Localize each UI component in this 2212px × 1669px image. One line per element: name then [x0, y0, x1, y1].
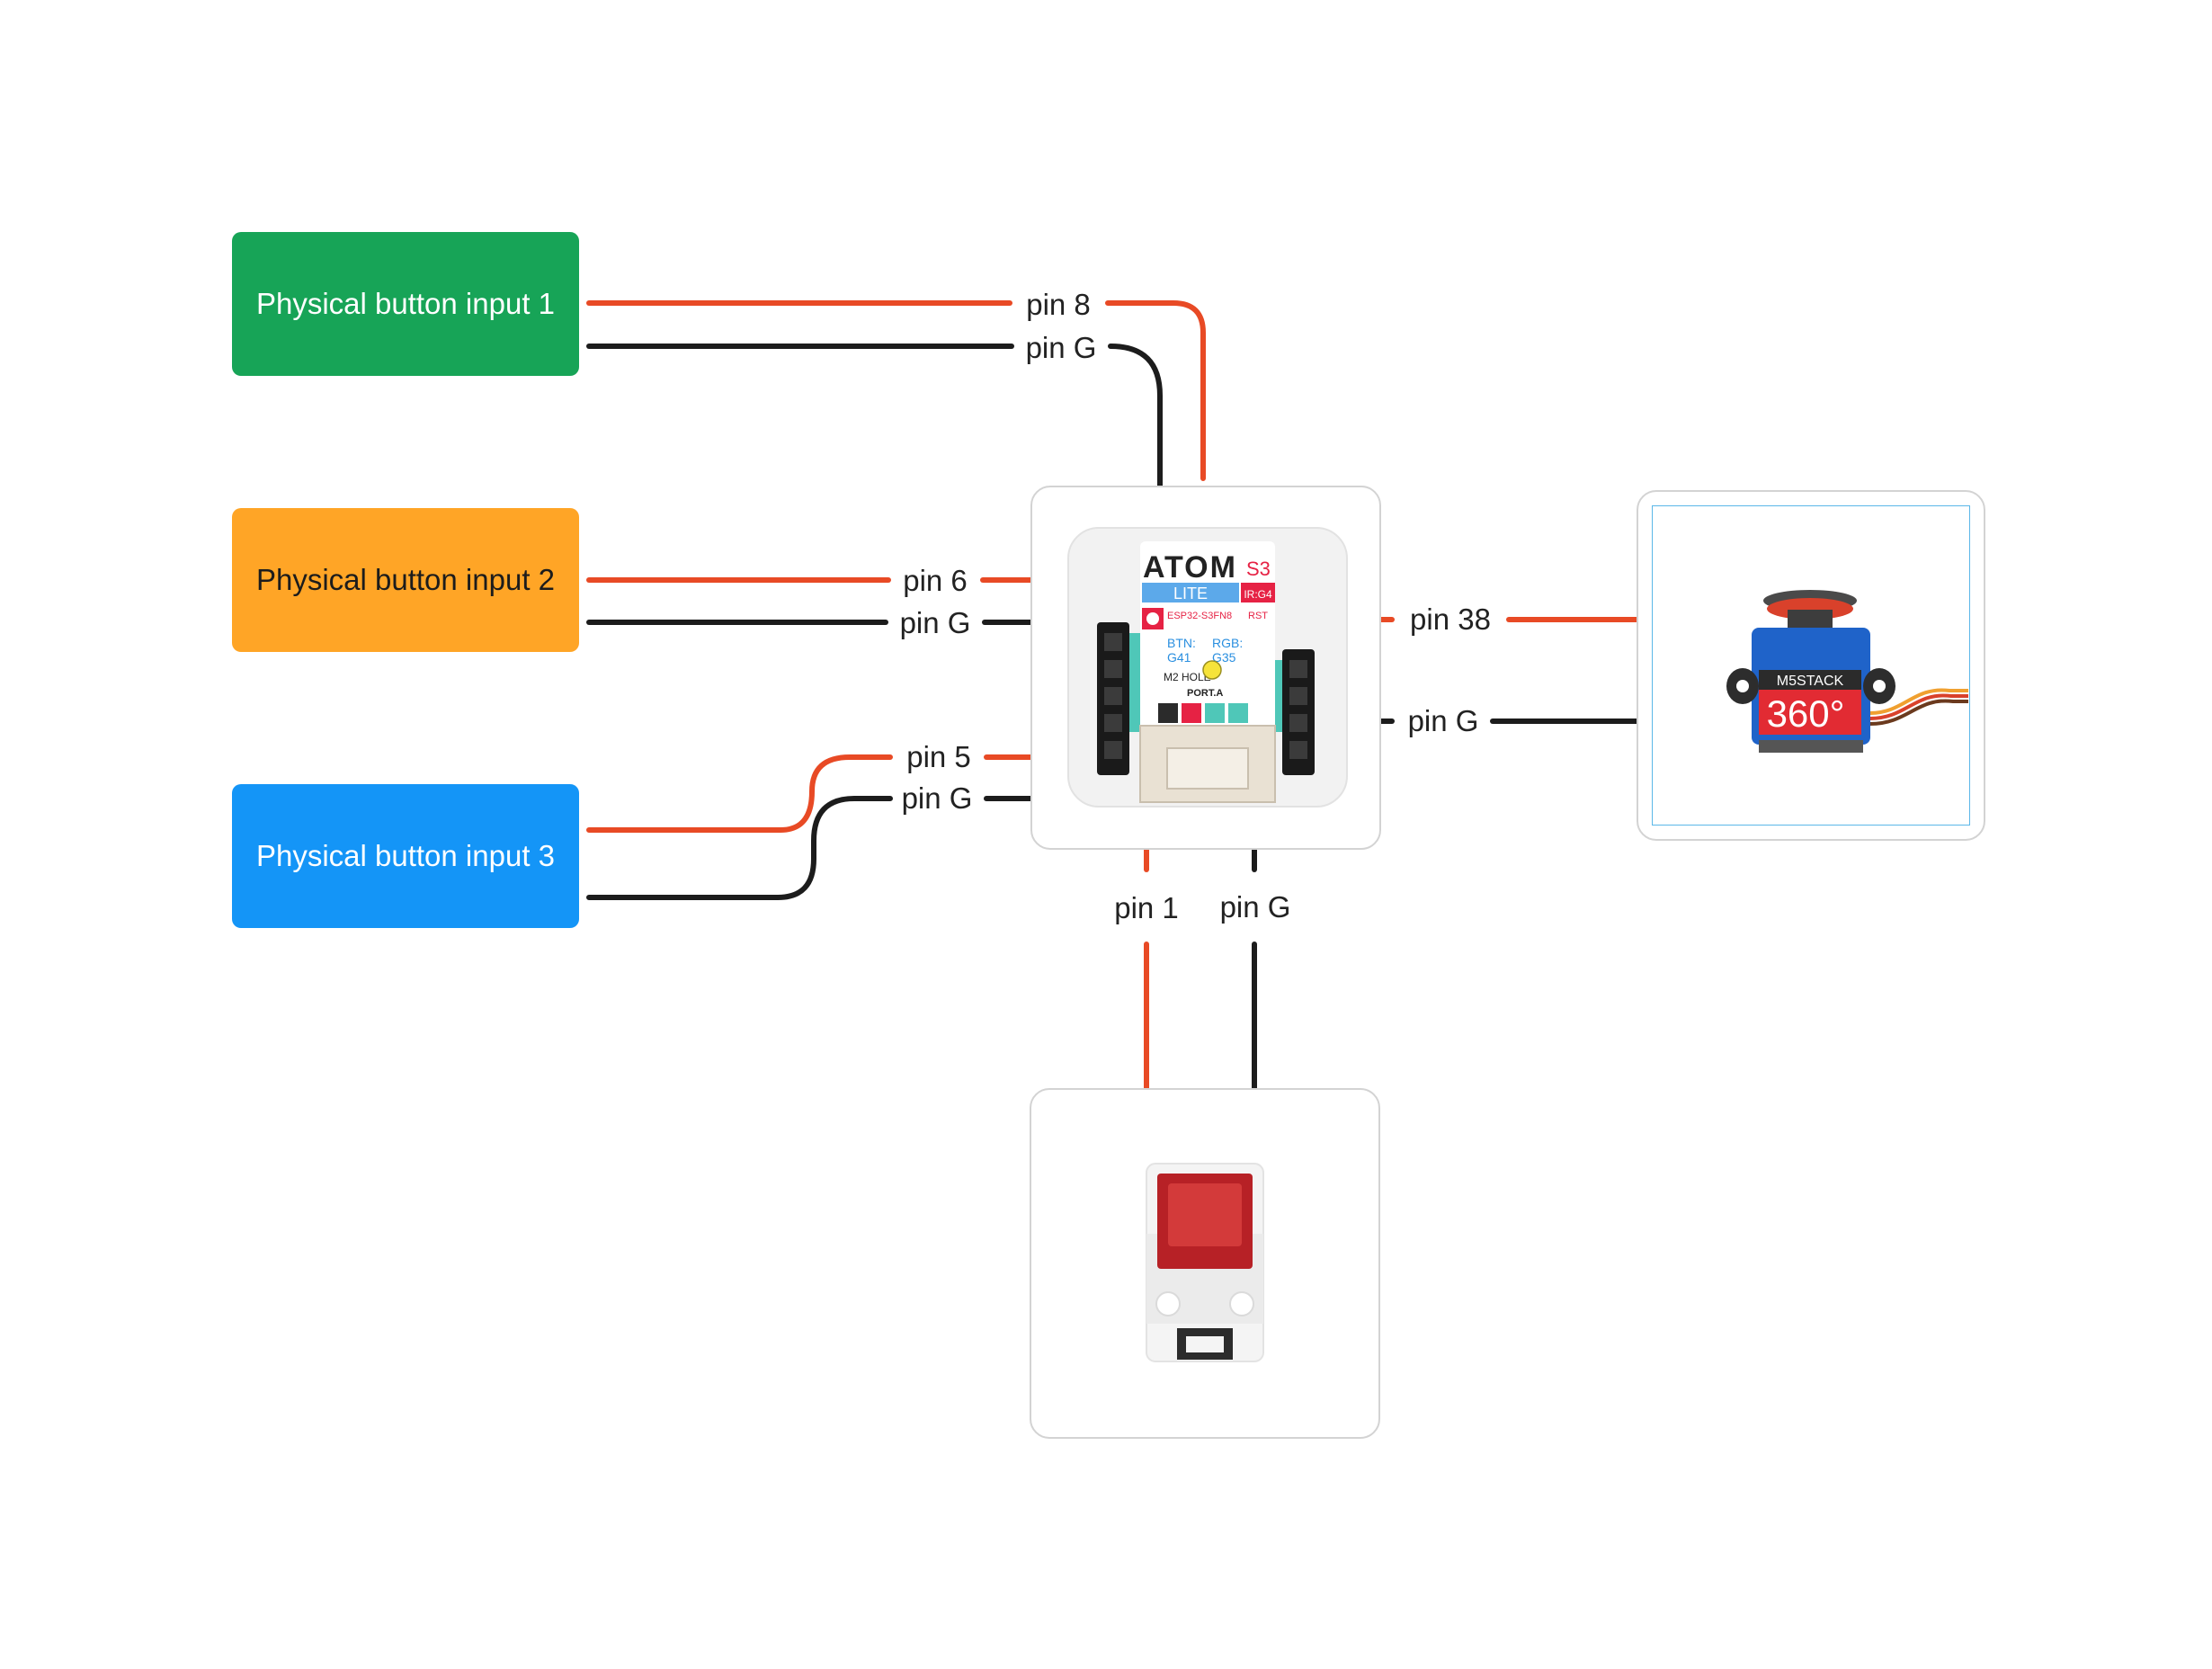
controller-btn-label: BTN: [1167, 636, 1196, 650]
pin-label-in2-signal: pin 6 [903, 564, 968, 597]
button-unit-card [1030, 1088, 1380, 1439]
controller-rgb-label: RGB: [1212, 636, 1243, 650]
pin-label-in2-ground: pin G [899, 606, 971, 639]
servo-brand: M5STACK [1777, 674, 1844, 689]
pin-label-in3-ground: pin G [901, 781, 973, 815]
wire-in3-ground [586, 796, 893, 900]
wire-in3-signal [586, 754, 893, 833]
controller-card: ATOM S3 LITE IR:G4 ESP32-S3FN8 RST BTN: … [1030, 486, 1381, 850]
wire-in1-signal-to-controller [1105, 300, 1206, 481]
pin-label-button-ground: pin G [1219, 890, 1291, 924]
input-box-3: Physical button input 3 [232, 784, 579, 928]
input-box-1-label: Physical button input 1 [255, 287, 556, 320]
controller-chip: ESP32-S3FN8 [1167, 611, 1232, 621]
microcontroller-icon: ATOM S3 LITE IR:G4 ESP32-S3FN8 RST BTN: … [1067, 527, 1348, 808]
rgb-led [1202, 660, 1222, 680]
pin-label-in1-ground: pin G [1025, 331, 1097, 364]
controller-rst: RST [1248, 611, 1268, 621]
pin-label-button-signal: pin 1 [1114, 891, 1179, 924]
controller-btn-pin: G41 [1167, 650, 1191, 665]
servo-motor-icon: M5STACK 360° [1726, 590, 1968, 753]
input-box-3-label: Physical button input 3 [255, 839, 556, 872]
pin-label-in1-signal: pin 8 [1026, 288, 1091, 321]
input-box-2-label: Physical button input 2 [255, 563, 556, 596]
servo-card: M5STACK 360° [1637, 490, 1985, 841]
input-box-2: Physical button input 2 [232, 508, 579, 652]
servo-frame: M5STACK 360° [1652, 505, 1970, 826]
servo-badge: 360° [1767, 692, 1845, 735]
input-box-1: Physical button input 1 [232, 232, 579, 376]
pin-label-servo-signal: pin 38 [1410, 602, 1491, 636]
controller-brand: ATOM [1143, 550, 1237, 585]
pin-label-servo-ground: pin G [1407, 704, 1479, 737]
push-button-icon [1146, 1163, 1264, 1362]
controller-ir: IR:G4 [1244, 588, 1272, 601]
controller-rgb-pin: G35 [1212, 650, 1236, 665]
pin-label-in3-signal: pin 5 [906, 740, 971, 773]
controller-hole: M2 HOLE [1164, 671, 1211, 683]
controller-variant: S3 [1246, 558, 1271, 580]
controller-port: PORT.A [1187, 688, 1223, 699]
controller-edition: LITE [1173, 585, 1208, 602]
wire-in1-ground-to-controller [1108, 344, 1163, 493]
